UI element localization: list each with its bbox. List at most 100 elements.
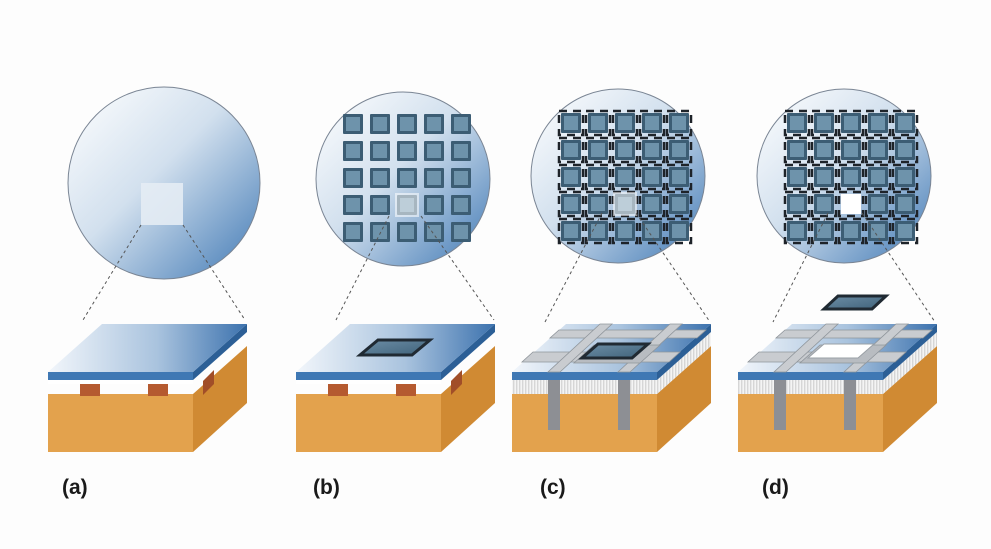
panel-label-b: (b) [313, 476, 340, 499]
oxide-layer-front [48, 380, 193, 384]
chip [370, 168, 390, 188]
zoom-dash-left [544, 212, 603, 323]
pillar [148, 382, 168, 396]
patterned-chip [355, 338, 435, 357]
trench-cut [548, 380, 560, 430]
chip [424, 195, 444, 215]
wafer-layer-front [738, 372, 883, 380]
chip [397, 222, 417, 242]
chip [451, 168, 471, 188]
hatched-layer-front [512, 380, 657, 394]
substrate-front [738, 394, 883, 452]
chip [864, 190, 892, 218]
chip [397, 168, 417, 188]
chip [810, 109, 838, 137]
chip [783, 190, 811, 218]
chip [343, 222, 363, 242]
chip [864, 109, 892, 137]
chip [370, 114, 390, 134]
chip [783, 136, 811, 164]
chip [611, 217, 639, 245]
chip [451, 195, 471, 215]
chip [370, 141, 390, 161]
chip [370, 222, 390, 242]
chip [584, 136, 612, 164]
chip [424, 222, 444, 242]
hatched-layer-side [657, 332, 711, 394]
chip [837, 109, 865, 137]
chip [783, 217, 811, 245]
chip [397, 141, 417, 161]
trench-vertical [772, 323, 840, 373]
chip [343, 195, 363, 215]
chip [424, 168, 444, 188]
chip [810, 190, 838, 218]
chip [424, 114, 444, 134]
chip [451, 141, 471, 161]
chip [611, 163, 639, 191]
patterned-chip [578, 342, 652, 360]
panel-label-a: (a) [62, 476, 88, 499]
panel-label-c: (c) [540, 476, 566, 499]
zoom-dash-right [182, 224, 246, 321]
chip [557, 217, 585, 245]
oxide-layer-front [296, 380, 441, 384]
chip [343, 114, 363, 134]
chip-array [783, 109, 919, 245]
trench-vertical [546, 323, 614, 373]
layer-stack [738, 323, 937, 452]
chip [864, 136, 892, 164]
substrate-side [883, 346, 937, 452]
chip [665, 190, 693, 218]
chip [557, 190, 585, 218]
zoom-dash-left [82, 224, 142, 321]
chip [584, 109, 612, 137]
pillar [203, 370, 214, 395]
layer-stack [48, 324, 247, 452]
chip [864, 163, 892, 191]
chip [864, 217, 892, 245]
chip [665, 163, 693, 191]
released-chip [820, 294, 890, 311]
highlighted-chip [611, 190, 639, 218]
empty-chip-cavity [806, 343, 876, 359]
substrate-side [657, 346, 711, 452]
chip [451, 114, 471, 134]
chip [783, 109, 811, 137]
chip [611, 109, 639, 137]
pillar [451, 370, 462, 395]
wafer-layer-side [193, 324, 247, 380]
chip-array [557, 109, 693, 245]
chip [451, 222, 471, 242]
chip [665, 136, 693, 164]
hatched-layer-front [738, 380, 883, 394]
chip [343, 141, 363, 161]
zoom-dash-right [861, 212, 936, 323]
pillar [80, 382, 100, 396]
chip [638, 190, 666, 218]
wafer-layer-front [512, 372, 657, 380]
pillar [396, 382, 416, 396]
highlighted-chip [837, 190, 865, 218]
wafer-top-surface [48, 324, 247, 372]
chip [611, 136, 639, 164]
substrate-front [512, 394, 657, 452]
chip [370, 195, 390, 215]
panel-label-d: (d) [762, 476, 789, 499]
chip [891, 217, 919, 245]
panel-d [738, 88, 937, 452]
zoom-dash-right [635, 212, 711, 323]
chip [638, 136, 666, 164]
pillar [328, 382, 348, 396]
highlighted-chip [395, 193, 419, 217]
chip [638, 163, 666, 191]
wafer-layer-front [296, 372, 441, 380]
die-highlight [141, 183, 183, 225]
zoom-dash-left [335, 215, 390, 321]
chip [783, 163, 811, 191]
trench-horizontal [774, 329, 934, 339]
wafer-layer-side [441, 324, 495, 380]
chip [810, 163, 838, 191]
chip [891, 136, 919, 164]
